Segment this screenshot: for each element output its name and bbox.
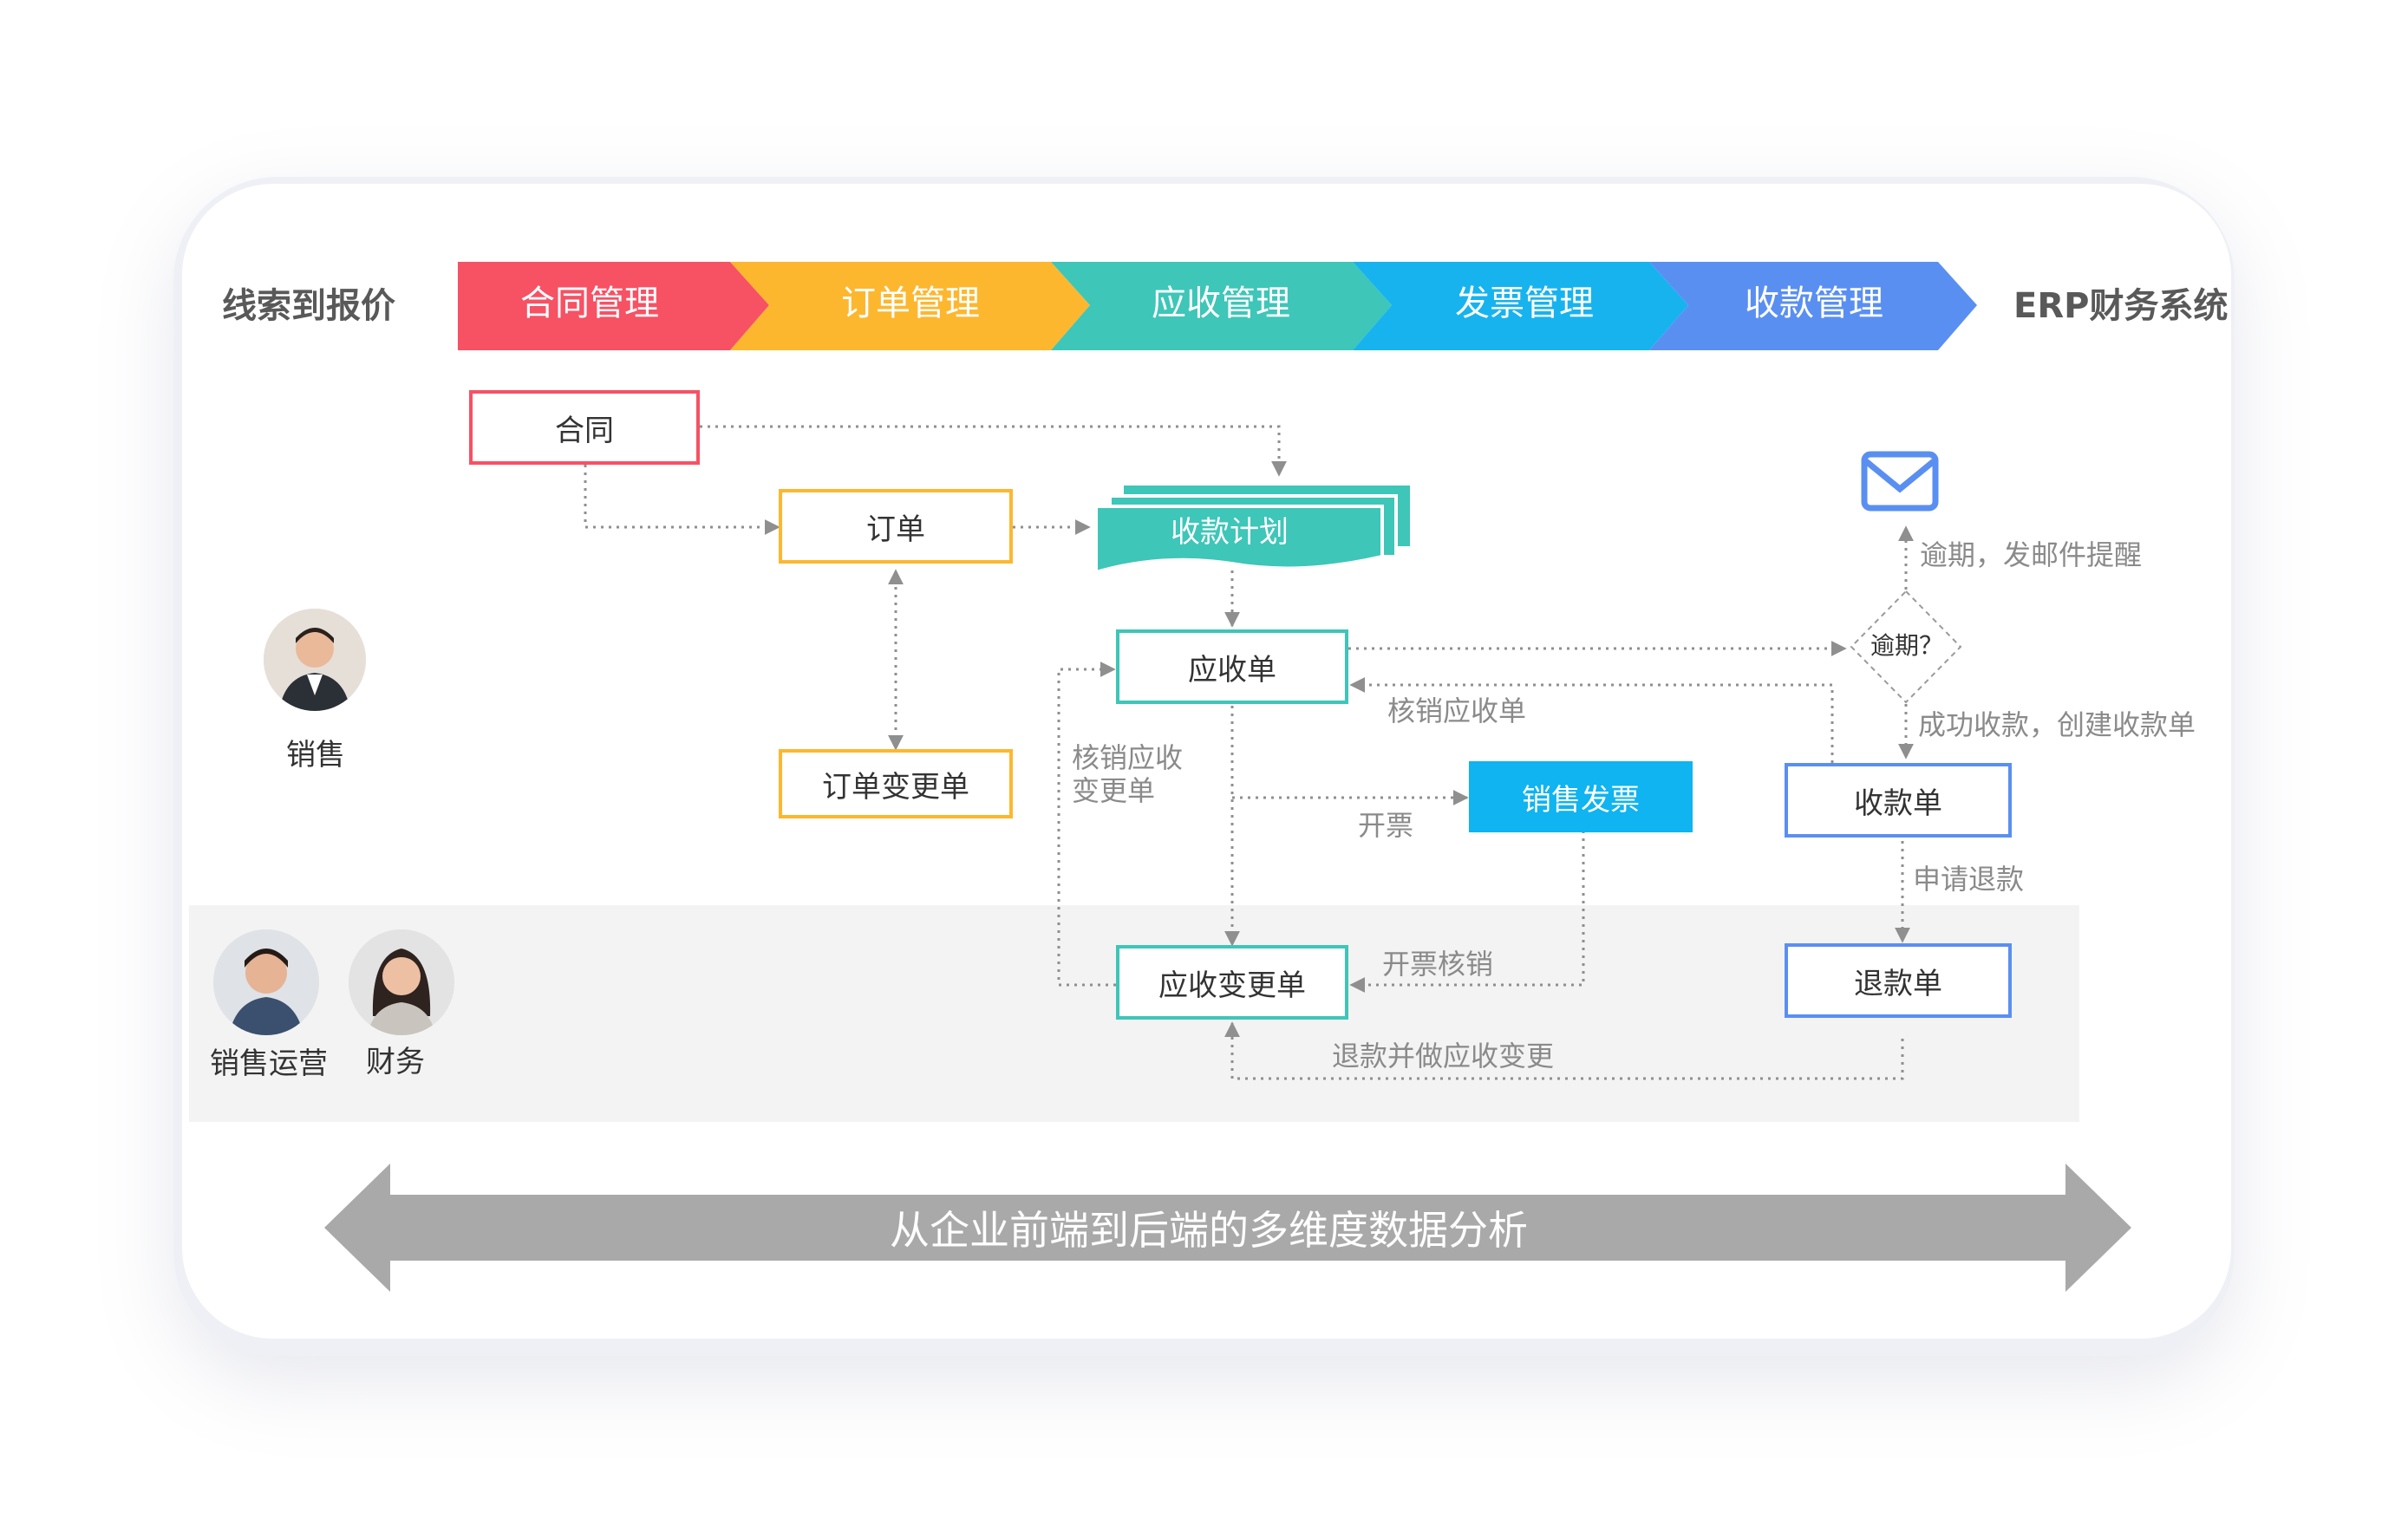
sales-ops-avatar: [213, 929, 319, 1035]
email-icon: [1861, 451, 1939, 512]
label-writeoff-change-2: 变更单: [1072, 774, 1156, 807]
label-invoice: 开票: [1358, 809, 1414, 842]
node-order: 订单: [779, 489, 1013, 564]
stage-chevron-invoice: [1353, 262, 1688, 350]
node-payment-plan: 收款计划: [1171, 515, 1289, 550]
node-sales-invoice: 销售发票: [1469, 761, 1693, 832]
header-start-label: 线索到报价: [222, 286, 395, 326]
analysis-banner-text: 从企业前端到后端的多维度数据分析: [890, 1207, 1528, 1254]
node-overdue: 逾期？: [1870, 631, 1944, 660]
screen: [182, 184, 2231, 1339]
label-writeoff-change-1: 核销应收: [1072, 741, 1184, 774]
node-receipt: 收款单: [1785, 763, 2012, 838]
stage-chevron-receipt: [1649, 262, 1977, 350]
label-refund-and-change: 退款并做应收变更: [1332, 1040, 1555, 1072]
stage-label-receivable: 应收管理: [1152, 284, 1290, 323]
analysis-arrow: [324, 1164, 2131, 1292]
stage-chevron-order: [730, 262, 1090, 350]
stage-chevron-contract: [458, 262, 769, 350]
overdue-diamond: [1850, 590, 1962, 704]
label-overdue-email: 逾期，发邮件提醒: [1920, 538, 2143, 571]
stage-label-order: 订单管理: [841, 284, 980, 323]
node-receivable: 应收单: [1116, 629, 1348, 704]
role-finance: 财务: [366, 1045, 425, 1079]
node-receivable-change: 应收变更单: [1116, 945, 1348, 1020]
label-invoice-writeoff: 开票核销: [1382, 948, 1494, 981]
stage-chevron-receivable: [1051, 262, 1392, 350]
label-apply-refund: 申请退款: [1913, 863, 2025, 896]
node-contract: 合同: [469, 390, 700, 465]
label-success-receipt: 成功收款，创建收款单: [1918, 708, 2196, 741]
label-writeoff-receivable: 核销应收单: [1387, 694, 1527, 727]
node-order-change: 订单变更单: [779, 749, 1013, 818]
stage-label-contract: 合同管理: [520, 284, 659, 323]
finance-avatar: [349, 929, 454, 1035]
stage-label-invoice: 发票管理: [1455, 284, 1594, 323]
header-end-label: ERP财务系统: [2013, 286, 2229, 326]
role-sales-ops: 销售运营: [210, 1046, 328, 1081]
payment-plan-shape: [1094, 486, 1410, 575]
role-sales: 销售: [286, 738, 345, 773]
sales-avatar: [264, 609, 366, 711]
node-refund: 退款单: [1785, 943, 2012, 1018]
stage-label-receipt: 收款管理: [1745, 284, 1883, 323]
